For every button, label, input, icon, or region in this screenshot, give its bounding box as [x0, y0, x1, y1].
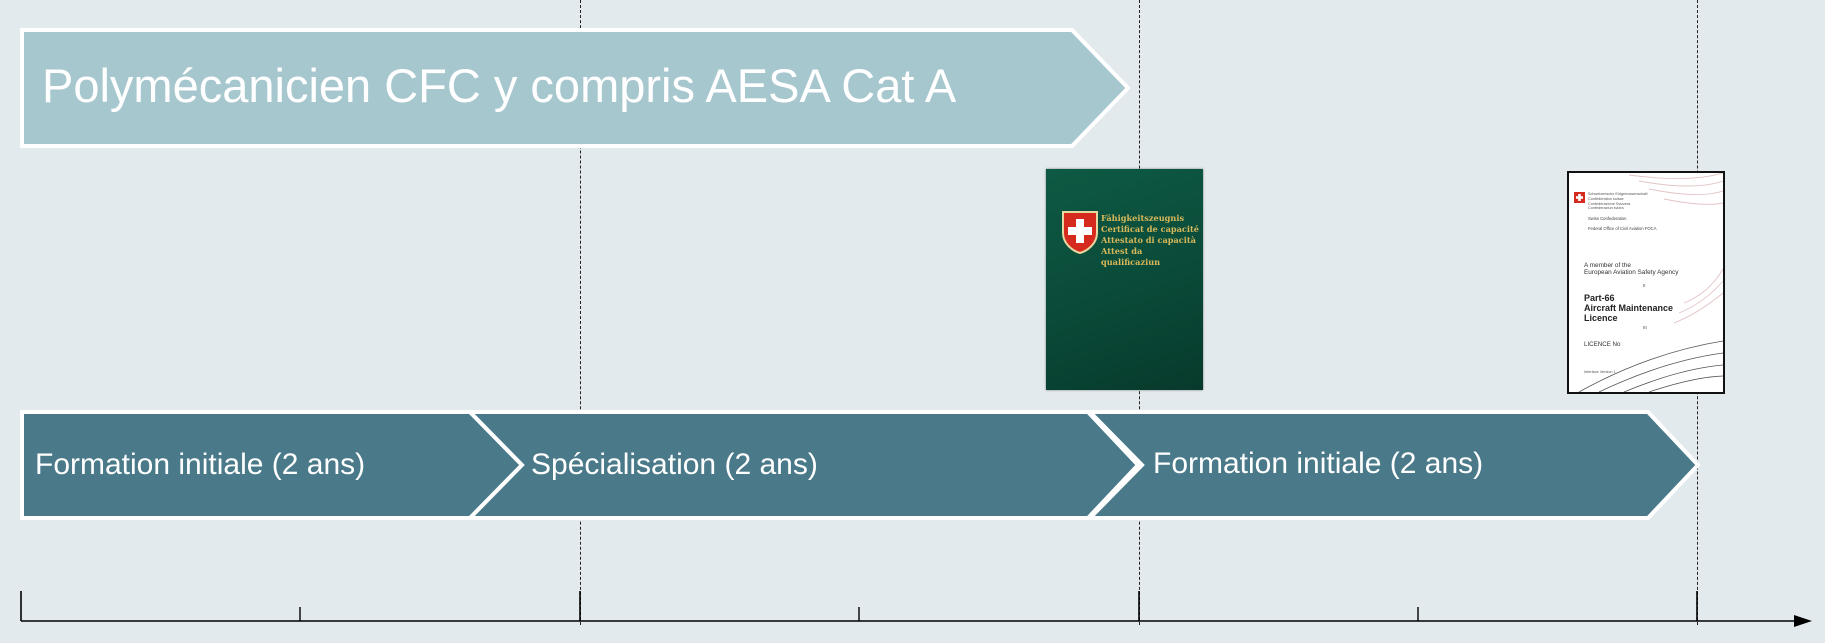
licence-member-2: European Aviation Safety Agency [1584, 269, 1679, 277]
time-axis [20, 591, 1812, 627]
cfc-line-it: Attestato di capacità [1101, 235, 1196, 245]
program-arrow: Polymécanicien CFC y compris AESA Cat A [20, 28, 1131, 148]
phase-label-3: Formation initiale (2 ans) [1153, 447, 1484, 480]
licence-member-1: A member of the [1584, 262, 1631, 269]
phase-arrow-1: Formation initiale (2 ans) [20, 410, 525, 520]
licence-number-label: LICENCE No [1584, 341, 1621, 348]
cfc-certificate-image: Fähigkeitszeugnis Certificat de capacité… [1046, 169, 1203, 390]
cfc-line-fr: Certificat de capacité [1101, 224, 1199, 234]
phase-arrow-3: Formation initiale (2 ans) [1085, 410, 1702, 520]
cfc-line-rm: Attest da qualificaziun [1101, 246, 1161, 267]
licence-header-2: Confédération suisse [1588, 196, 1624, 201]
licence-roman-ii: II [1643, 283, 1646, 288]
licence-title-1: Part-66 [1584, 293, 1615, 303]
licence-title-3: Licence [1584, 313, 1618, 324]
time-axis-arrowhead [1794, 615, 1812, 627]
licence-title-2: Aircraft Maintenance [1584, 303, 1674, 314]
licence-header-1: Schweizerische Eidgenossenschaft [1588, 192, 1648, 196]
part66-licence-image: Schweizerische Eidgenossenschaft Confédé… [1567, 171, 1725, 394]
licence-header-3: Confederazione Svizzera [1588, 201, 1631, 206]
licence-header-4: Confederaziun svizra [1588, 206, 1624, 211]
licence-roman-iii: III [1643, 325, 1647, 330]
swiss-shield-icon [1062, 211, 1098, 255]
year-divider-2 [580, 0, 581, 625]
licence-sub-1: Swiss Confederation [1588, 216, 1627, 221]
program-title: Polymécanicien CFC y compris AESA Cat A [42, 59, 957, 112]
licence-sub-2: Federal Office of Civil Aviation FOCA [1588, 226, 1657, 231]
licence-footer: Interface Version 1 [1584, 370, 1616, 374]
program-arrow-shape [20, 28, 1131, 148]
phase-label-2: Spécialisation (2 ans) [531, 448, 818, 481]
cfc-line-de: Fähigkeitszeugnis [1101, 213, 1185, 223]
licence-pattern [1574, 173, 1723, 392]
phase-arrow-2: Spécialisation (2 ans) [465, 410, 1141, 520]
phase-label-1: Formation initiale (2 ans) [35, 448, 366, 481]
phase-arrow-3-shape [1085, 410, 1701, 520]
